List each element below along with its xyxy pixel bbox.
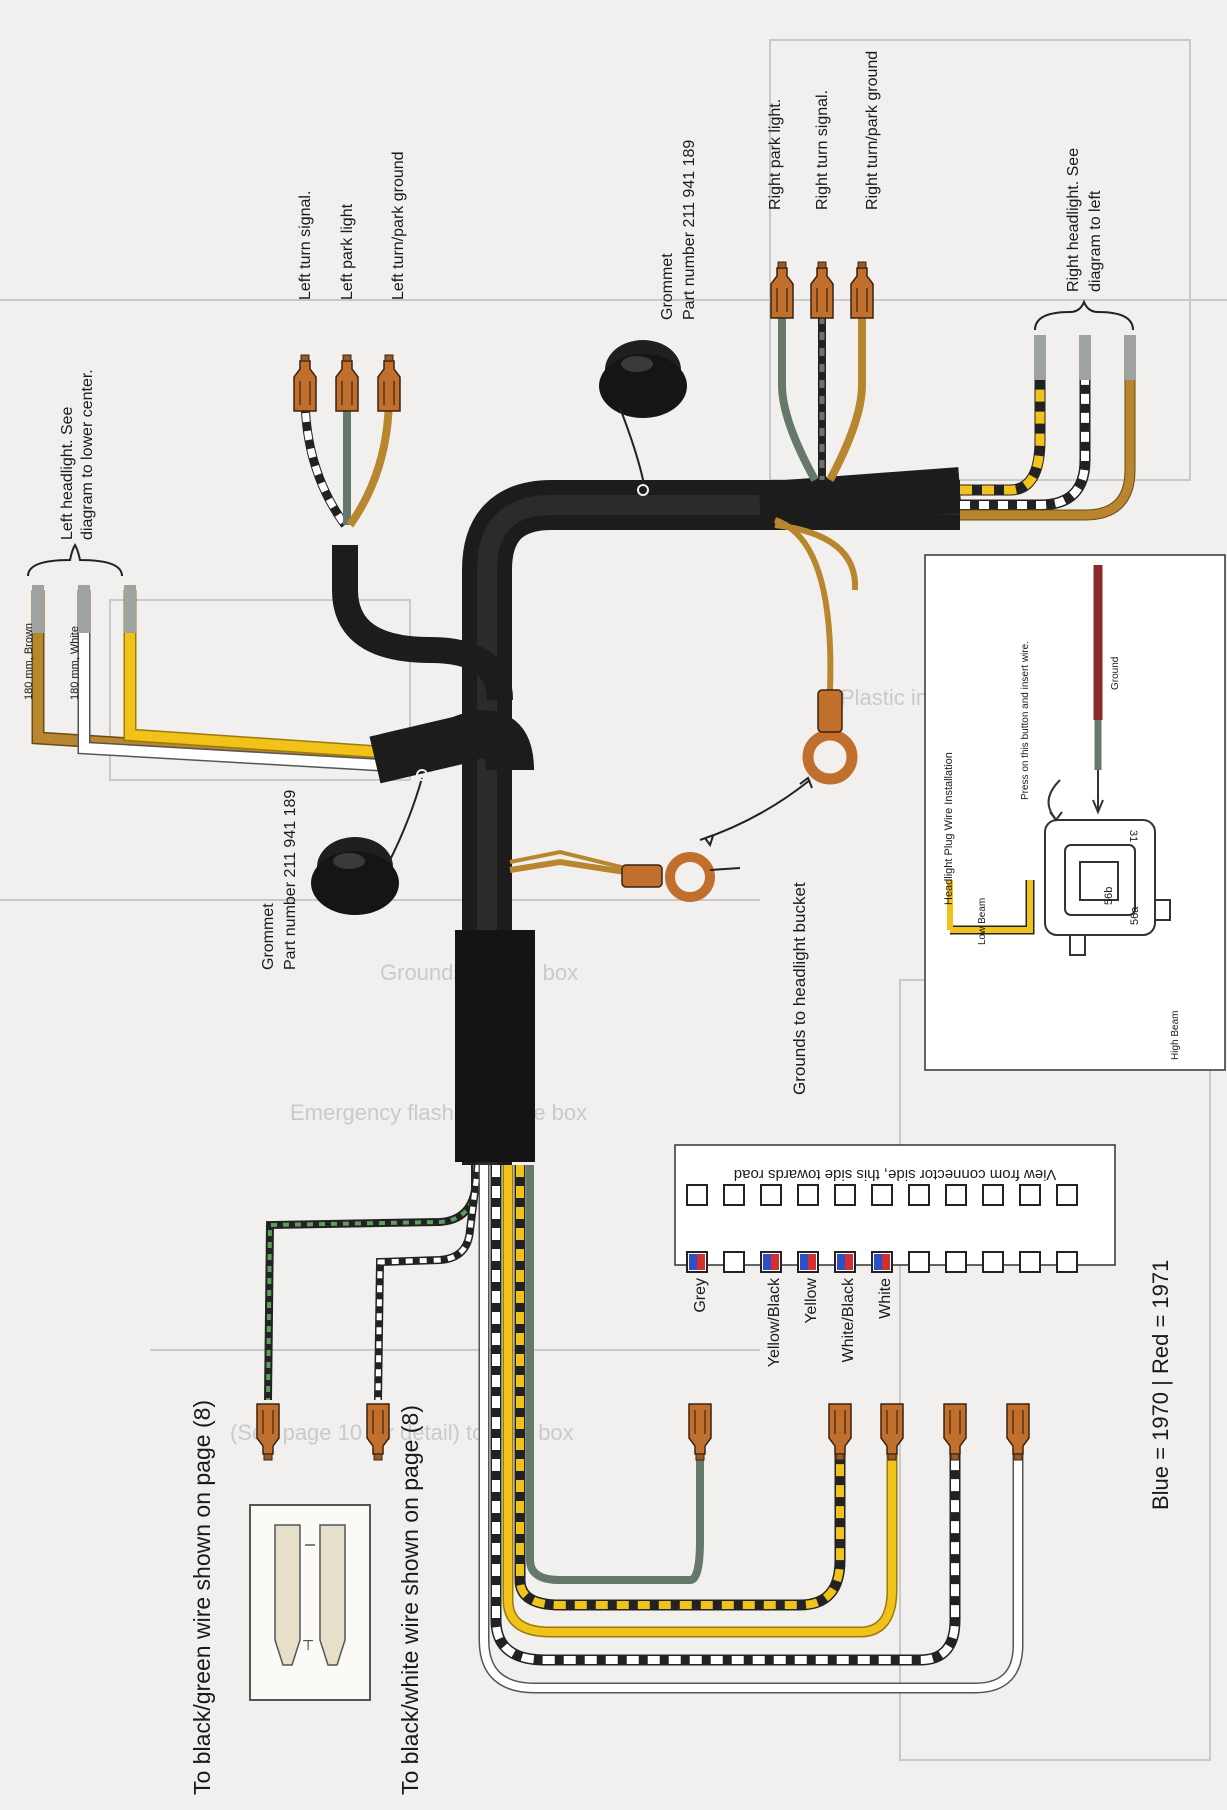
inset-pin-56b: 56b [1103, 887, 1115, 905]
fuse-slot-top [982, 1184, 1004, 1206]
inset-title: Headlight Plug Wire Installation [943, 752, 955, 905]
inset-press-note: Press on this button and insert wire. [1020, 641, 1031, 800]
fuse-mark-1971 [882, 1254, 890, 1270]
bottom-wires [256, 1164, 1030, 1694]
label-to-black-green: To black/green wire shown on page (8) [189, 1400, 215, 1795]
label-left-turn-park-ground: Left turn/park ground [390, 151, 407, 300]
label-left-headlight: Left headlight. See diagram to lower cen… [59, 369, 96, 540]
fuse-slot-top [686, 1184, 708, 1206]
fuse-slot-top [871, 1184, 893, 1206]
inset-ground-label: Ground [1110, 657, 1121, 690]
fuse-mark-1970 [689, 1254, 697, 1270]
inset-low-beam-label: Low Beam [977, 898, 988, 945]
fuse-mark-1970 [800, 1254, 808, 1270]
left-headlight-wires [31, 585, 381, 772]
main-harness [332, 467, 962, 1165]
fuse-slot-bottom [723, 1251, 745, 1273]
fuse-mark-1971 [697, 1254, 705, 1270]
fuse-slot-bottom [908, 1251, 930, 1273]
inset-high-beam-label: High Beam [1170, 1011, 1181, 1060]
label-to-black-white: To black/white wire shown on page (8) [397, 1405, 423, 1795]
fuse-mark-1971 [808, 1254, 816, 1270]
fuse-slot-bottom [982, 1251, 1004, 1273]
fuse-wire-label: White [877, 1278, 894, 1319]
fuse-box-panel: Grey Yellow/Black Yellow White/Black White V… [674, 1144, 1116, 1367]
fuse-slot-top [723, 1184, 745, 1206]
fuse-slot-bottom [1019, 1251, 1041, 1273]
fuse-slot-top [1056, 1184, 1078, 1206]
label-wire-brown: 180 mm, Brown [23, 623, 35, 700]
svg-text:Left headlight. See: Left headlight. See [59, 406, 76, 540]
svg-text:diagram to lower center.: diagram to lower center. [79, 369, 96, 540]
inset-pin-31: 31 [1127, 830, 1139, 842]
fuse-slot-bottom [945, 1251, 967, 1273]
fuse-mark-1970 [763, 1254, 771, 1270]
fuse-slot-top [1019, 1184, 1041, 1206]
label-left-park-light: Left park light [339, 203, 356, 300]
svg-text:Part number 211 941 189: Part number 211 941 189 [282, 790, 299, 970]
fuse-slot-top [797, 1184, 819, 1206]
label-right-turn-signal: Right turn signal. [814, 90, 831, 210]
fuse-wire-label: Yellow [803, 1278, 820, 1324]
fuse-mark-1971 [845, 1254, 853, 1270]
fuse-slot-top [945, 1184, 967, 1206]
svg-text:diagram to left: diagram to left [1087, 190, 1104, 292]
label-grommet-left: Grommet Part number 211 941 189 [260, 790, 299, 970]
fuse-slot-top [760, 1184, 782, 1206]
fuse-mark-1970 [837, 1254, 845, 1270]
svg-text:Part number 211 941 189: Part number 211 941 189 [681, 140, 698, 320]
label-wire-white: 180 mm, White [69, 626, 81, 700]
label-grounds-to-bucket: Grounds to headlight bucket [790, 882, 809, 1095]
right-headlight-wires [960, 335, 1136, 521]
fuse-slot-bottom [1056, 1251, 1078, 1273]
fuse-wire-label: Yellow/Black [766, 1277, 783, 1367]
fuse-slot-top [908, 1184, 930, 1206]
spade-terminal-sketch: ⊤ [249, 1504, 371, 1701]
fuse-box-caption: View from connector side, this side towa… [734, 1166, 1056, 1183]
inset-pin-56a: 56a [1129, 906, 1141, 925]
svg-text:Grommet: Grommet [260, 903, 277, 970]
svg-text:Emergency flasher to fuse box: Emergency flasher to fuse box [290, 1100, 587, 1125]
fuse-slot-top [834, 1184, 856, 1206]
ground-ring-upper [802, 729, 858, 785]
ground-wires [509, 517, 859, 902]
fuse-wire-label: White/Black [840, 1277, 857, 1362]
right-turn-park-wires [770, 261, 874, 482]
svg-text:⊤: ⊤ [302, 1637, 314, 1653]
grommet-top [599, 340, 687, 418]
label-right-headlight: Right headlight. See diagram to left [1065, 148, 1104, 292]
label-right-turn-park-ground: Right turn/park ground [864, 51, 881, 210]
fuse-mark-1970 [874, 1254, 882, 1270]
left-headlight-brace [27, 543, 123, 577]
svg-text:Right headlight. See: Right headlight. See [1065, 148, 1082, 292]
label-grommet-top: Grommet Part number 211 941 189 [659, 140, 698, 320]
headlight-plug-inset: Headlight Plug Wire Installation Press o… [924, 554, 1226, 1071]
left-turn-park-wires [293, 354, 401, 528]
label-left-turn-signal: Left turn signal. [297, 191, 314, 300]
label-right-park-light: Right park light. [767, 99, 784, 210]
grommet-left [311, 837, 399, 915]
fuse-wire-label: Grey [692, 1278, 709, 1313]
right-headlight-brace [1034, 299, 1134, 331]
fuse-mark-1971 [771, 1254, 779, 1270]
ground-ring-lower [665, 852, 715, 902]
svg-text:Grommet: Grommet [659, 253, 676, 320]
label-year-legend: Blue = 1970 | Red = 1971 [1148, 1260, 1173, 1510]
